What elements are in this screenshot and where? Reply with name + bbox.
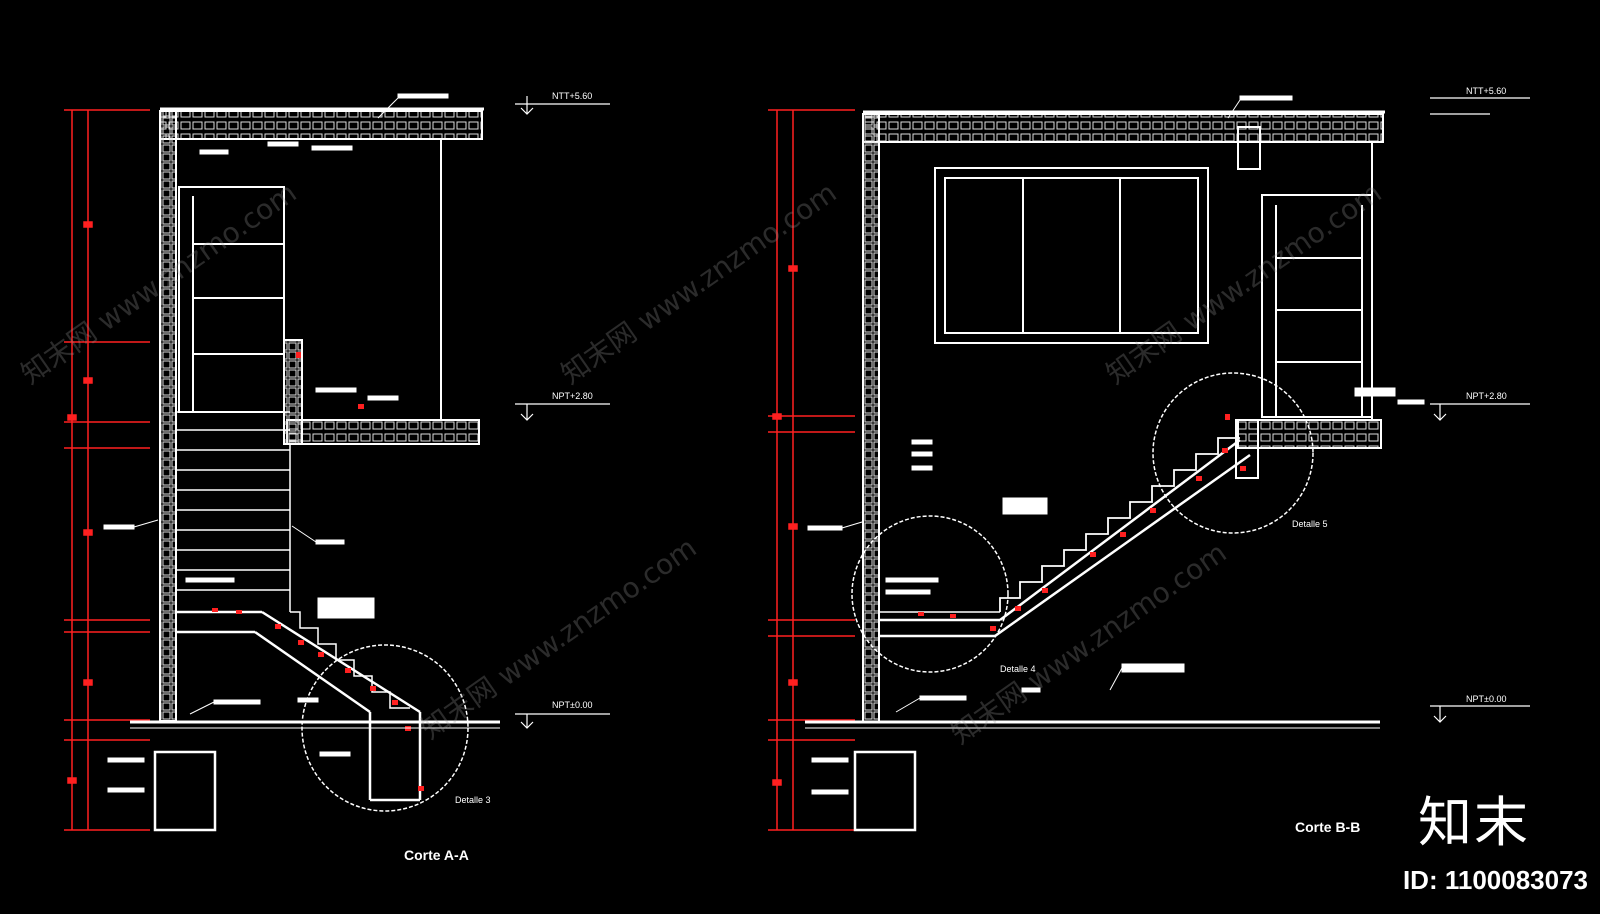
watermark-text: 知末网 www.znzmo.com [555,176,842,391]
mid-slab-a [286,419,480,445]
rebar-marks-a [212,352,424,791]
detail-circle-a [301,644,469,812]
level-markers-a [515,96,610,729]
left-wall-b [862,113,880,723]
watermark-text: 知末网 www.znzmo.com [15,176,302,391]
window-b [934,167,1209,344]
section-b: NTT+5.60 NPT+2.80 NPT±0.00 Detalle 5 Det… [768,86,1530,835]
brand-logo: 知末 [1418,791,1530,854]
dimension-lines-a [64,109,150,831]
section-a: NTT+5.60 NPT+2.80 NPT±0.00 Detalle 3 Cor… [64,91,610,863]
detail-label-b-upper: Detalle 5 [1292,519,1328,529]
level-mid-label-b: NPT+2.80 [1466,391,1507,401]
detail-circle-b-lower [851,515,1009,673]
image-id-label: ID: 1100083073 [1402,865,1588,895]
footing-b [853,750,917,832]
level-floor-label-a: NPT±0.00 [552,700,592,710]
rebar-marks-b [918,414,1246,631]
watermark-text: 知末网 www.znzmo.com [1100,176,1387,391]
annotations-b [807,95,1425,795]
mid-slab-b [1237,419,1382,449]
dimension-lines-b [768,109,855,831]
stair-section-a [176,610,422,802]
roof-slab-b [862,113,1384,143]
stair-elevation-a [176,411,291,612]
detail-circle-b-upper [1152,372,1314,534]
footing-a [153,750,217,832]
roof-slab-a [159,110,483,140]
section-title-b: Corte B-B [1295,819,1360,835]
level-markers-b [1430,97,1530,723]
section-title-a: Corte A-A [404,847,469,863]
door-b [1261,194,1373,418]
level-top-label-a: NTT+5.60 [552,91,592,101]
annotations-a [103,93,449,793]
level-mid-label-a: NPT+2.80 [552,391,593,401]
level-floor-label-b: NPT±0.00 [1466,694,1506,704]
left-wall-a [159,110,177,722]
level-top-label-b: NTT+5.60 [1466,86,1506,96]
detail-label-b-lower: Detalle 4 [1000,664,1036,674]
stair-section-b [879,437,1251,638]
detail-label-a: Detalle 3 [455,795,491,805]
